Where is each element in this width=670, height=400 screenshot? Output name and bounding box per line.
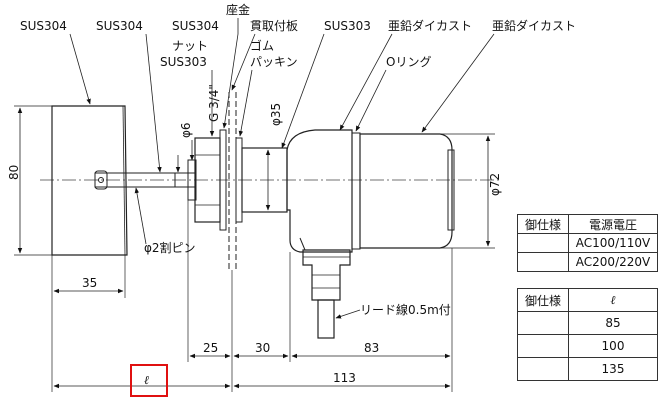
label-sus303-a: SUS303 <box>160 55 207 69</box>
cell-len: 100 <box>568 334 658 358</box>
cell-len: 85 <box>568 311 658 335</box>
housing <box>286 129 353 253</box>
leader-kantoritsuke <box>231 33 256 91</box>
shaft-end <box>94 170 108 190</box>
cell-voltage: AC100/110V <box>568 233 658 253</box>
dim-35-label: 35 <box>82 276 97 290</box>
table-row: 85 <box>517 311 658 335</box>
phi6-label: φ6 <box>179 122 193 138</box>
header-spec: 御仕様 <box>517 288 569 312</box>
cell-spec <box>517 311 569 335</box>
cell-len: 135 <box>568 357 658 381</box>
float-body-edge <box>122 105 126 256</box>
table-row: AC100/110V <box>517 233 658 253</box>
leader-o-ring <box>355 69 387 132</box>
leader-zagane <box>222 18 239 129</box>
label-lead-wire: リード線0.5m付 <box>360 302 451 317</box>
leader-sus304-b <box>145 33 162 173</box>
label-split-pin: φ2割ピン <box>144 240 196 255</box>
housing-gland-join <box>299 237 306 251</box>
voltage-spec-table: 御仕様 電源電圧 AC100/110V AC200/220V <box>517 214 658 272</box>
length-spec-table: 御仕様 ℓ 85 100 135 <box>517 288 658 381</box>
cell-voltage: AC200/220V <box>568 252 658 272</box>
dim-35v-label: φ35 <box>269 103 283 126</box>
float-body <box>51 105 128 256</box>
table-header-row: 御仕様 ℓ <box>517 288 658 312</box>
leader-sus304-a <box>69 33 91 105</box>
cover <box>359 133 453 249</box>
leader-lead-wire <box>335 309 361 319</box>
leader-zinc-2 <box>421 33 495 133</box>
dim-80-label: 80 <box>7 165 21 180</box>
dim-113-label: 113 <box>333 371 356 385</box>
label-kantoritsuke: 貫取付板 <box>250 19 298 33</box>
label-zinc-2: 亜鉛ダイカスト <box>492 18 576 33</box>
leader-sus303-b <box>281 33 325 149</box>
header-voltage: 電源電圧 <box>568 214 658 234</box>
header-len: ℓ <box>568 288 658 312</box>
ell-highlight-box <box>130 364 168 397</box>
cell-spec <box>517 357 569 381</box>
cell-spec <box>517 252 569 272</box>
cover-edge <box>447 149 455 231</box>
label-sus304-a: SUS304 <box>20 19 67 33</box>
thread-label: G 3/4" <box>207 84 221 122</box>
cell-spec <box>517 233 569 253</box>
dim-83-label: 83 <box>364 341 379 355</box>
table-header-row: 御仕様 電源電圧 <box>517 214 658 234</box>
label-sus303-b: SUS303 <box>324 19 371 33</box>
label-zagane: 座金 <box>226 2 250 17</box>
dim-30-label: 30 <box>255 341 270 355</box>
label-nut: ナット <box>172 39 208 53</box>
header-spec: 御仕様 <box>517 214 569 234</box>
label-sus304-c: SUS304 <box>172 19 219 33</box>
lead-wire <box>317 299 335 339</box>
washer <box>219 129 227 231</box>
dim-72-label: φ72 <box>488 173 502 196</box>
label-packing: パッキン <box>250 55 298 69</box>
label-zinc-1: 亜鉛ダイカスト <box>388 18 472 33</box>
label-gomu: ゴム <box>250 38 274 53</box>
label-o-ring: Oリング <box>386 55 431 69</box>
pin-hole <box>98 177 104 183</box>
table-row: 135 <box>517 357 658 381</box>
dim-ell-label: ℓ <box>144 373 149 387</box>
leader-packing <box>238 69 253 137</box>
cable-gland <box>302 249 351 301</box>
cap <box>351 132 361 250</box>
table-row: 100 <box>517 334 658 358</box>
leader-split-pin <box>134 187 147 245</box>
leader-zinc-1 <box>339 33 393 131</box>
table-row: AC200/220V <box>517 252 658 272</box>
dim-25-label: 25 <box>203 341 218 355</box>
cell-spec <box>517 334 569 358</box>
label-sus304-b: SUS304 <box>96 19 143 33</box>
